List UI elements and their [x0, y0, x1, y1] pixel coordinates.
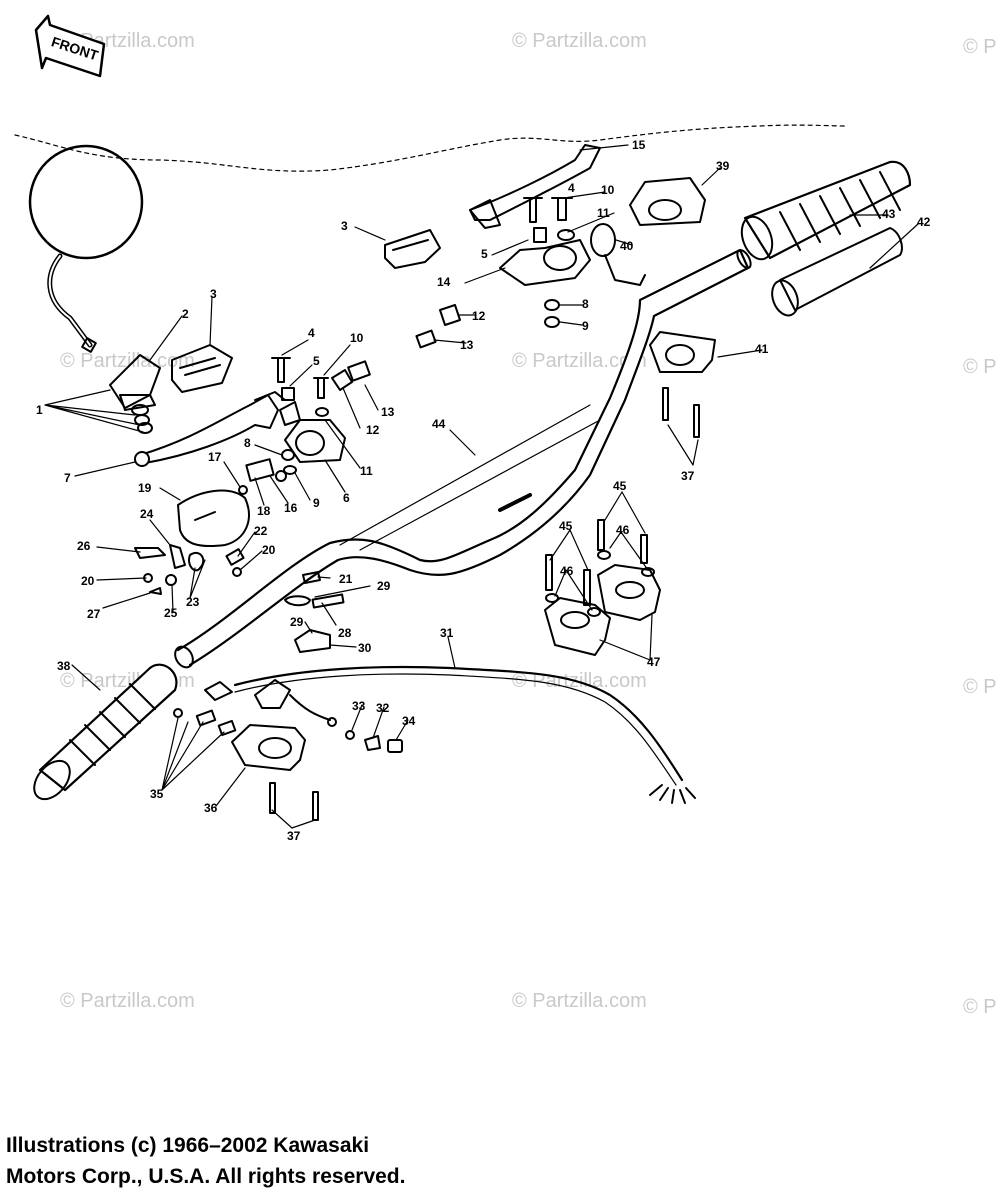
brake-lever: [469, 144, 601, 229]
watermark: © Partzilla.com: [512, 990, 647, 1012]
part-label: 20: [262, 543, 276, 557]
part-label: 10: [601, 183, 615, 197]
part-label: 41: [755, 342, 769, 356]
part-label: 31: [440, 626, 454, 640]
part-label: 37: [681, 469, 695, 483]
part-label: 6: [343, 491, 350, 505]
part-label: 30: [358, 641, 372, 655]
part-label: 17: [208, 450, 222, 464]
switch-assembly-right: [384, 229, 441, 269]
part-label: 8: [582, 297, 589, 311]
part-label: 33: [352, 699, 366, 713]
part-label: 46: [560, 564, 574, 578]
part-label: 42: [917, 215, 931, 229]
watermark: © P: [963, 356, 997, 378]
part-label: 22: [254, 524, 268, 538]
lever-bracket-right: [499, 197, 591, 328]
part-label: 21: [339, 572, 353, 586]
wire-harness: [204, 665, 696, 804]
part-label: 45: [613, 479, 627, 493]
part-label: 37: [287, 829, 301, 843]
part-label: 24: [140, 507, 154, 521]
part-label: 14: [437, 275, 451, 289]
watermark: © Partzilla.com: [512, 350, 647, 372]
fuel-tank-outline: [14, 124, 846, 172]
handlebar-holder: [544, 519, 661, 656]
part-label: 12: [366, 423, 380, 437]
copyright-notice: Illustrations (c) 1966–2002 Kawasaki Mot…: [6, 1130, 405, 1192]
part-label: 4: [308, 326, 315, 340]
part-label: 25: [164, 606, 178, 620]
part-label: 9: [313, 496, 320, 510]
left-grip: [33, 663, 178, 801]
part-label: 29: [290, 615, 304, 629]
watermark: © P: [963, 36, 997, 58]
throttle-housing: [177, 489, 250, 548]
part-label: 36: [204, 801, 218, 815]
part-label: 27: [87, 607, 101, 621]
part-label: 45: [559, 519, 573, 533]
part-label: 2: [182, 307, 189, 321]
part-label: 3: [210, 287, 217, 301]
part-label: 28: [338, 626, 352, 640]
watermark: © Partzilla.com: [60, 990, 195, 1012]
part-label: 8: [244, 436, 251, 450]
part-label: 32: [376, 701, 390, 715]
front-arrow-icon: FRONT: [34, 14, 106, 78]
part-label: 10: [350, 331, 364, 345]
part-label: 47: [647, 655, 661, 669]
part-label: 1: [36, 403, 43, 417]
part-label: 29: [377, 579, 391, 593]
part-label: 43: [882, 207, 896, 221]
part-label: 3: [341, 219, 348, 233]
watermark: © P: [963, 996, 997, 1018]
lever-bracket-left: [271, 357, 371, 475]
copyright-line-1: Illustrations (c) 1966–2002 Kawasaki: [6, 1134, 370, 1157]
throttle-cam: [590, 223, 616, 257]
part-label: 15: [632, 138, 646, 152]
part-label: 20: [81, 574, 95, 588]
clamp-cap: [649, 331, 716, 373]
part-label: 11: [597, 206, 610, 220]
part-label: 44: [432, 417, 446, 431]
mirror: [28, 144, 144, 353]
part-label: 13: [381, 405, 395, 419]
part-label: 5: [481, 247, 488, 261]
part-label: 39: [716, 159, 730, 173]
part-label: 26: [77, 539, 91, 553]
watermark: © P: [963, 676, 997, 698]
part-label: 12: [472, 309, 486, 323]
part-label: 19: [138, 481, 152, 495]
part-label: 40: [620, 239, 634, 253]
part-label: 4: [568, 181, 575, 195]
part-label: 7: [64, 471, 71, 485]
part-label: 9: [582, 319, 589, 333]
part-label: 38: [57, 659, 71, 673]
part-label: 11: [360, 464, 373, 478]
handlebar-clamp-cap: [629, 177, 706, 226]
handlebar: [174, 248, 752, 669]
part-label: 13: [460, 338, 474, 352]
part-label: 23: [186, 595, 200, 609]
part-label: 46: [616, 523, 630, 537]
grip-cover: [771, 227, 903, 317]
copyright-line-2: Motors Corp., U.S.A. All rights reserved…: [6, 1165, 406, 1188]
switch-holder: [231, 724, 306, 771]
part-label: 35: [150, 787, 164, 801]
part-label: 18: [257, 504, 271, 518]
part-label: 16: [284, 501, 298, 515]
right-grip: [740, 160, 912, 261]
clutch-lever: [134, 391, 286, 467]
watermark: © Partzilla.com: [60, 350, 195, 372]
part-label: 5: [313, 354, 320, 368]
watermark: © Partzilla.com: [512, 30, 647, 52]
part-label: 34: [402, 714, 416, 728]
